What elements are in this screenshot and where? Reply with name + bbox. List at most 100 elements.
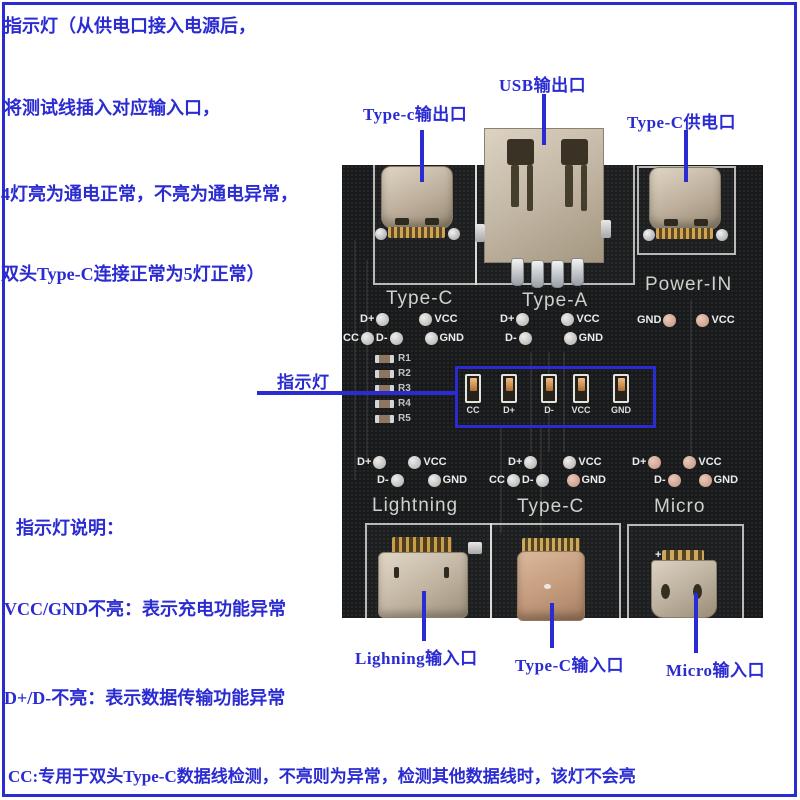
pin-pad (516, 312, 530, 326)
connector-pins (656, 228, 713, 239)
connector-pins (392, 537, 452, 555)
pin-label: GND (578, 331, 604, 344)
through-pin (511, 258, 524, 286)
shell-tab (601, 220, 611, 238)
led-label: CC (466, 405, 480, 415)
through-pin (571, 258, 584, 286)
usb-slot (561, 139, 588, 165)
solder-pad (448, 228, 460, 240)
reflection-speck (544, 584, 551, 589)
callout-typec-output: Type-c输出口 (363, 105, 468, 124)
pin-label: D- (377, 473, 389, 486)
pin-pad (360, 331, 374, 345)
pin-label: D- (375, 331, 388, 344)
callout-typec-input: Type-C输入口 (515, 656, 625, 675)
pin-row: D- GND (654, 473, 738, 487)
led-chip (545, 378, 553, 391)
pin-row: CC D- GND (343, 331, 464, 345)
usb-slot-leg (527, 165, 533, 211)
connector-notch (395, 218, 409, 225)
pin-pad (424, 331, 438, 345)
resistor-label: R3 (398, 383, 411, 394)
pin-pad (506, 473, 520, 487)
pcb-trace (530, 352, 532, 452)
pin-label: D+ (500, 312, 515, 325)
callout-typec-power: Type-C供电口 (627, 113, 737, 132)
callout-line-micro-input (694, 593, 698, 653)
pcb-trace (354, 240, 356, 480)
connector-lightning-input (372, 534, 482, 618)
pin-label: D- (654, 473, 666, 486)
connector-notch (444, 567, 449, 578)
pin-label: VCC (578, 455, 602, 468)
callout-lightning-input: Lighning输入口 (355, 649, 478, 668)
shell-tab (475, 224, 485, 242)
connector-body (651, 560, 717, 618)
pin-label: D- (505, 331, 517, 344)
pin-label: VCC (698, 455, 722, 468)
callout-line-typec-input (550, 603, 554, 648)
pin-pad (389, 331, 403, 345)
smd-part (468, 542, 482, 554)
note-line: D+/D-不亮：表示数据传输功能异常 (4, 688, 286, 708)
resistor-body (375, 369, 394, 378)
connector-micro-input (648, 548, 720, 618)
note-line: 指示灯说明： (16, 518, 124, 538)
usb-slot (507, 139, 534, 165)
through-pin (551, 260, 564, 288)
pin-label: VCC (434, 312, 458, 325)
resistor-body (375, 399, 394, 408)
connector-notch (394, 567, 399, 578)
callout-usb-output: USB输出口 (499, 76, 587, 95)
led-label: GND (611, 405, 631, 415)
pin-pad (524, 455, 538, 469)
pin-label: D+ (508, 455, 523, 468)
solder-pad (716, 229, 728, 241)
led-label: D- (544, 405, 554, 415)
pin-pad (696, 313, 710, 327)
led-chip (617, 378, 625, 391)
pin-pad (667, 473, 681, 487)
led-label: VCC (571, 405, 591, 415)
section-label-typec-bottom: Type-C (517, 496, 585, 517)
pin-pad (563, 331, 577, 345)
connector-pins (388, 227, 445, 238)
pin-label: VCC (711, 313, 735, 326)
callout-line-usb-output (542, 94, 546, 145)
indicator-led: CC (465, 374, 481, 415)
pin-row: D+ VCC (500, 312, 600, 326)
note-line: 将测试线插入对应输入口， (4, 98, 220, 118)
led-chip (469, 378, 477, 391)
resistor-body (375, 384, 394, 393)
indicator-led: VCC (571, 374, 591, 415)
connector-pins (662, 550, 704, 562)
callout-micro-input: Micro输入口 (666, 661, 766, 680)
pin-row: D- GND (377, 473, 467, 487)
pin-pad (663, 313, 677, 327)
note-line: 指示灯（从供电口接入电源后， (4, 16, 256, 36)
resistor-label: R4 (398, 398, 411, 409)
pin-pad (419, 312, 433, 326)
pin-label: GND (713, 473, 739, 486)
pin-label: GND (439, 331, 464, 344)
callout-line-lightning-input (422, 591, 426, 641)
silkscreen-plus: + (655, 549, 662, 561)
pcb-trace (366, 260, 368, 460)
resistor-body (375, 414, 394, 423)
led-label: D+ (503, 405, 515, 415)
pin-label: GND (637, 313, 662, 326)
section-label-micro: Micro (654, 496, 706, 517)
indicator-led: D+ (501, 374, 517, 415)
resistor: R1 (375, 353, 411, 364)
section-box-typec-bottom (490, 523, 621, 618)
indicator-led: GND (611, 374, 631, 415)
usb-slot-leg (581, 165, 587, 211)
note-line: 双头Type-C连接正常为5灯正常） (1, 264, 265, 284)
note-line: CC:专用于双头Type-C数据线检测，不亮则为异常，检测其他数据线时，该灯不会… (8, 767, 636, 786)
pin-pad (518, 331, 532, 345)
connector-notch (664, 219, 678, 226)
solder-pad (643, 229, 655, 241)
pin-row: D+ VCC (632, 455, 722, 469)
pin-label: CC (489, 473, 505, 486)
pcb-trace (500, 428, 502, 533)
